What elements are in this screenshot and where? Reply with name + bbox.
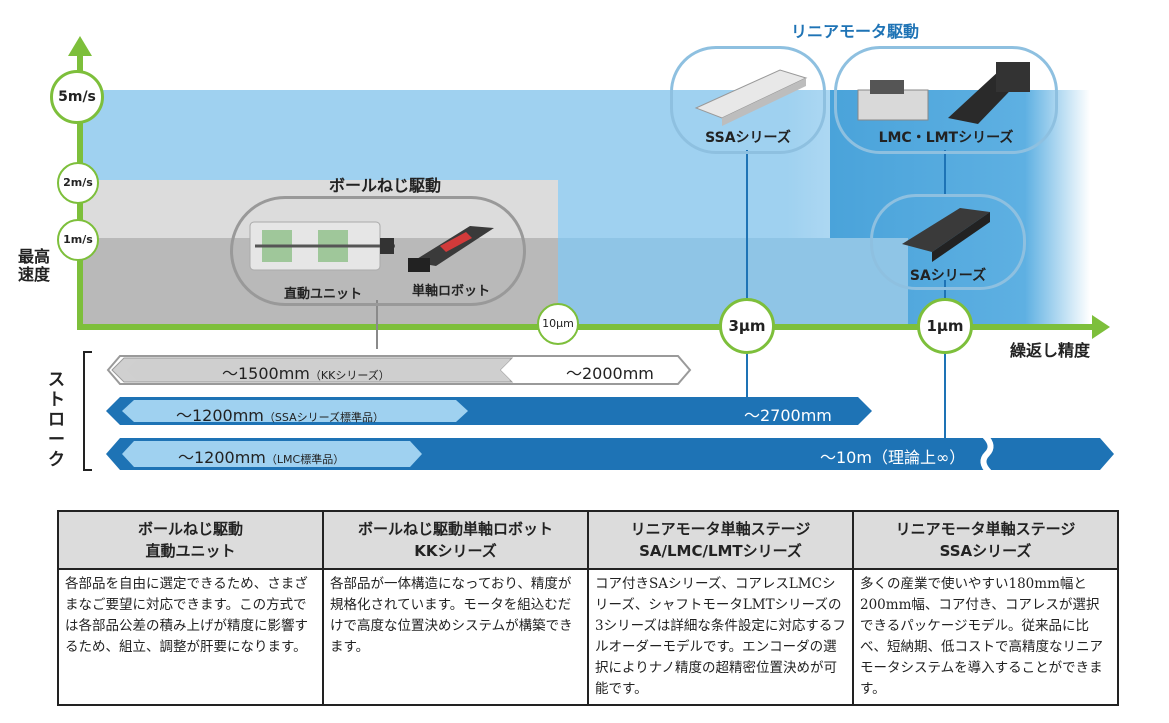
stroke-bar-2-label: ～1200mm（SSAシリーズ標準品） bbox=[176, 406, 385, 425]
table-cell: 多くの産業で使いやすい180mm幅と200mm幅、コア付き、コアレスが選択できる… bbox=[852, 568, 1119, 706]
stroke-bar-3 bbox=[122, 441, 422, 467]
sa-series-image bbox=[902, 208, 990, 262]
x-axis-title: 繰返し精度 bbox=[1010, 341, 1091, 360]
stroke-bar-2 bbox=[122, 400, 468, 422]
lmc-lmt-series-panel: LMC・LMTシリーズ bbox=[834, 46, 1058, 154]
linear-unit-label: 直動ユニット bbox=[283, 287, 362, 302]
stroke-bar-1-ext-label: ～2000mm bbox=[566, 364, 654, 383]
accuracy-tick-10um: 10μm bbox=[537, 303, 579, 345]
y-axis-arrow bbox=[68, 36, 92, 56]
ssa-series-label: SSAシリーズ bbox=[705, 130, 791, 146]
table-row: 各部品を自由に選定できるため、さまざまなご要望に対応できます。この方式では各部品… bbox=[57, 568, 1119, 706]
speed-tick-1: 1m/s bbox=[57, 219, 99, 261]
ball-screw-panel bbox=[230, 196, 526, 306]
lmc-lmt-series-label: LMC・LMTシリーズ bbox=[878, 130, 1014, 146]
speed-tick-5: 5m/s bbox=[50, 70, 104, 124]
linear-motor-title: リニアモータ駆動 bbox=[790, 22, 919, 41]
table-cell: 各部品が一体構造になっており、精度が規格化されています。モータを組込むだけで高度… bbox=[322, 568, 589, 706]
speed-tick-2: 2m/s bbox=[57, 162, 99, 204]
ssa-series-panel: SSAシリーズ bbox=[670, 46, 826, 154]
infinity-break bbox=[980, 433, 994, 475]
table-cell: 各部品を自由に選定できるため、さまざまなご要望に対応できます。この方式では各部品… bbox=[57, 568, 324, 706]
accuracy-tick-1um: 1μm bbox=[917, 298, 973, 354]
y-axis-title: 最高速度 bbox=[17, 247, 50, 284]
single-axis-robot-label: 単軸ロボット bbox=[411, 284, 490, 299]
ball-screw-title: ボールねじ駆動 bbox=[328, 176, 441, 195]
stroke-bracket bbox=[83, 351, 92, 471]
stroke-bar-1-label: ～1500mm（KKシリーズ） bbox=[222, 364, 390, 383]
accuracy-tick-3um: 3μm bbox=[719, 298, 775, 354]
stroke-axis-title: ストローク bbox=[48, 370, 65, 470]
sa-series-label: SAシリーズ bbox=[909, 268, 987, 284]
stroke-bar-3-label: ～1200mm（LMC標準品） bbox=[178, 448, 345, 467]
stroke-bar-3-ext-label: ～10m（理論上∞） bbox=[820, 448, 966, 467]
x-axis-arrow bbox=[1092, 315, 1110, 339]
sa-series-panel: SAシリーズ bbox=[870, 194, 1026, 290]
table-cell: コア付きSAシリーズ、コアレスLMCシリーズ、シャフトモータLMTシリーズの3シ… bbox=[587, 568, 854, 706]
stroke-bar-2-ext-label: ～2700mm bbox=[744, 406, 832, 425]
table-header: ボールねじ駆動直動ユニット bbox=[57, 510, 324, 570]
